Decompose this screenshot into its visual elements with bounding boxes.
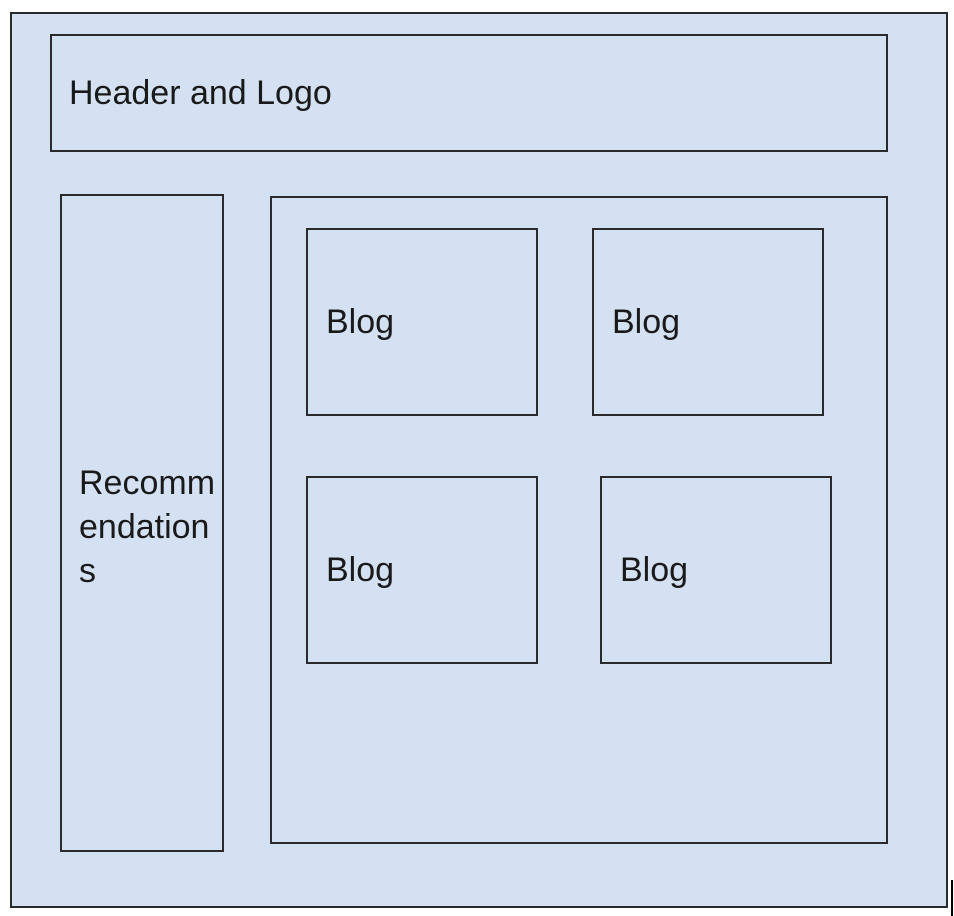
blog-label: Blog <box>612 303 681 341</box>
blog-card: Blog <box>306 476 538 664</box>
main-content-area <box>270 196 888 844</box>
sidebar-label: Recommendations <box>79 464 216 590</box>
blog-label: Blog <box>326 551 395 589</box>
blog-label: Blog <box>326 303 395 341</box>
page-wireframe <box>10 12 948 908</box>
recommendations-sidebar: Recommendations <box>60 194 224 852</box>
header-section: Header and Logo <box>50 34 888 152</box>
blog-card: Blog <box>306 228 538 416</box>
blog-label: Blog <box>620 551 689 589</box>
text-cursor <box>951 880 953 916</box>
header-label: Header and Logo <box>69 74 332 112</box>
blog-card: Blog <box>592 228 824 416</box>
blog-card: Blog <box>600 476 832 664</box>
